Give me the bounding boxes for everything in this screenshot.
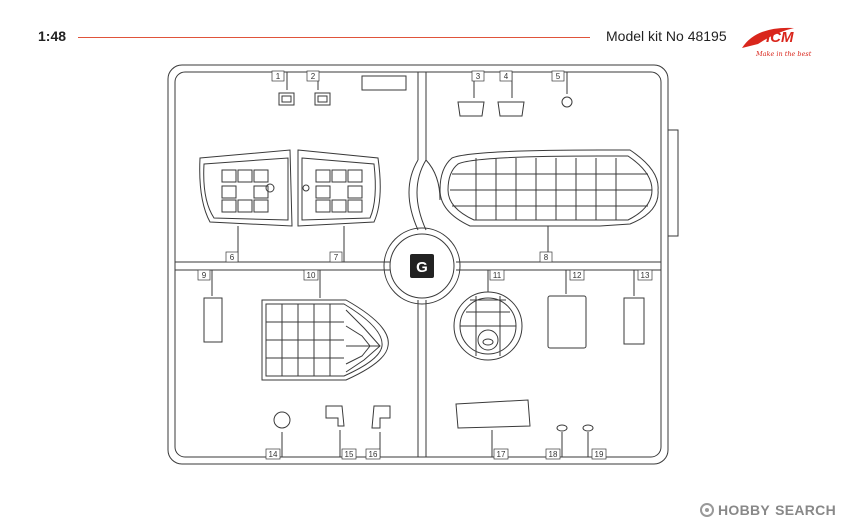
kit-title: Model kit No 48195 [606,28,727,44]
sprue-letter: G [416,259,428,276]
brand-logo: ICM Make in the best [742,27,812,58]
part-number-15: 15 [345,450,354,459]
part-9-shape [203,297,223,343]
part-17-shape [455,399,531,429]
part-6-shape [199,149,293,227]
part-2-shape [314,92,331,106]
part-18-shape [556,424,568,432]
part-8-grid [450,158,652,220]
hobbysearch-watermark: HOBBY SEARCH [700,500,836,520]
watermark-part-2: SEARCH [775,502,836,518]
part-number-6: 6 [230,253,235,262]
part-number-7: 7 [334,253,339,262]
part-14-shape [273,411,291,429]
part-number-18: 18 [549,450,558,459]
part-number-19: 19 [595,450,604,459]
part-7-shape [297,149,381,227]
sprue-frame-bump [668,129,679,237]
logo-tagline: Make in the best [755,50,812,58]
part-number-1: 1 [276,72,281,81]
part-4-shape [497,101,525,117]
part-16-shape [371,405,391,429]
sprue-letter-box [410,254,434,278]
part-12-shape [547,295,587,349]
part-5-shape [561,96,573,108]
part-number-10: 10 [307,271,316,280]
part-number-3: 3 [476,72,481,81]
part-number-4: 4 [504,72,509,81]
sprue-frame-outer [167,64,669,465]
logo-swoosh-icon [742,27,794,48]
part-10-shape [261,299,389,381]
header-divider [78,37,590,38]
part-1-shape [278,92,295,106]
hobbysearch-logo-icon [700,503,714,517]
sprue-hub-outer [383,227,461,305]
scale-label: 1:48 [38,28,67,44]
part-number-17: 17 [497,450,506,459]
part-number-11: 11 [493,271,502,280]
part-10-grid [266,304,381,376]
part-number-5: 5 [556,72,561,81]
part-number-2: 2 [311,72,316,81]
part-13-shape [623,297,645,345]
part-3-shape [457,101,485,117]
part-number-13: 13 [641,271,650,280]
sprue-hub-inner [389,233,455,299]
part-8-shape [439,149,659,227]
part-15-shape [325,405,345,427]
part-number-14: 14 [269,450,278,459]
part-number-8: 8 [544,253,549,262]
logo-brand-text: ICM [766,29,794,46]
part-number-12: 12 [573,271,582,280]
part-number-16: 16 [369,450,378,459]
part-19-shape [582,424,594,432]
part-number-9: 9 [202,271,207,280]
watermark-part-1: HOBBY [718,502,771,518]
part-labels: 1 2 3 4 5 6 7 8 9 10 11 12 13 14 15 16 1… [197,70,653,460]
